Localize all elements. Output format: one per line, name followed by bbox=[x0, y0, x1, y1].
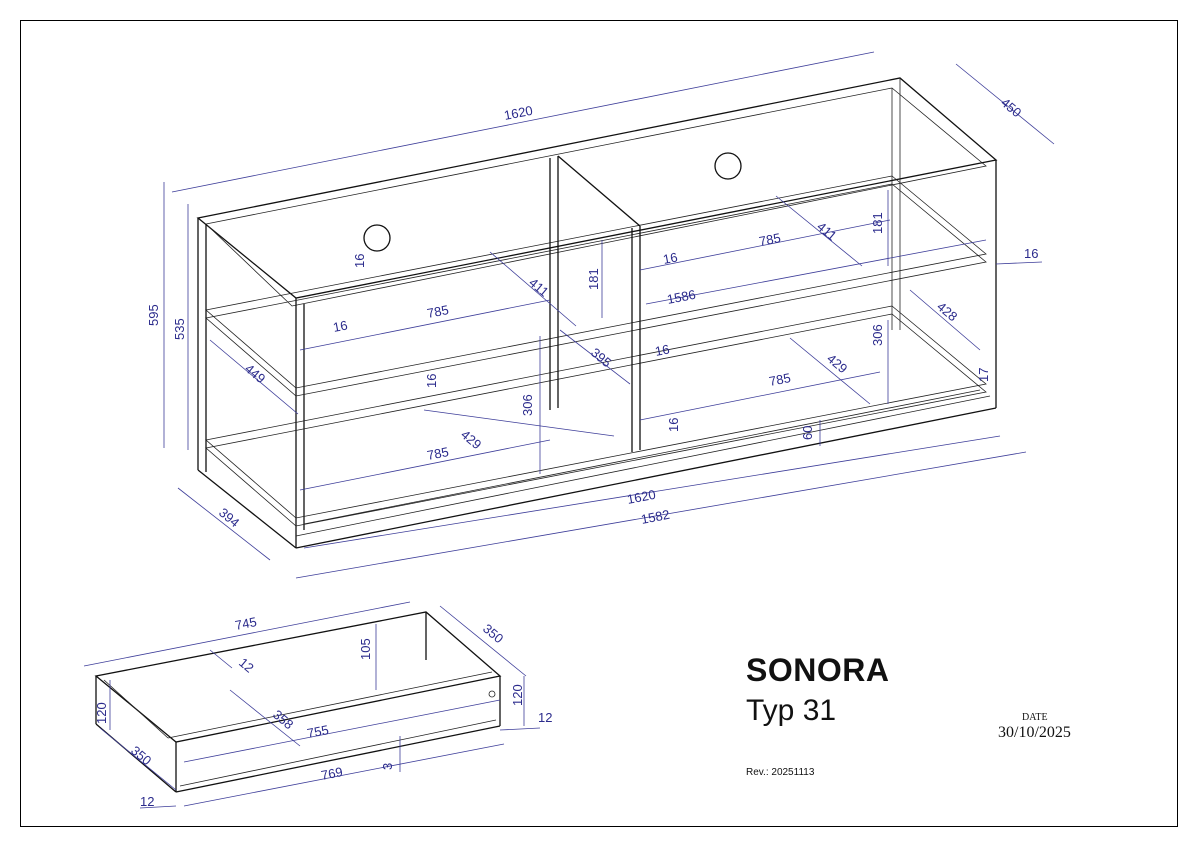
product-type: Typ 31 bbox=[746, 694, 837, 727]
dim-compartment-depth-mid: 411 bbox=[526, 275, 552, 300]
dim-width-bottom-left: 785 bbox=[426, 444, 450, 463]
dim-drawer-width-755: 755 bbox=[306, 722, 330, 741]
date-value: 30/10/2025 bbox=[998, 724, 1071, 741]
cabinet-dimension-labels: 1620 450 595 535 16 1586 411 411 181 181… bbox=[146, 95, 1038, 530]
dim-depth-395: 395 bbox=[588, 345, 614, 370]
dim-drawer-height-120-right: 120 bbox=[510, 684, 525, 706]
drawer-dimension-lines bbox=[83, 601, 541, 809]
dim-width-mid-right: 785 bbox=[768, 370, 792, 389]
dim-shelf-16-f: 16 bbox=[666, 418, 681, 432]
dim-drawer-thickness-12-b: 12 bbox=[538, 710, 552, 725]
cabinet-body bbox=[196, 77, 998, 549]
dim-height-306-b: 306 bbox=[870, 324, 885, 346]
dim-drawer-depth-350-top: 350 bbox=[480, 621, 506, 646]
dim-shelf-right: 16 bbox=[1024, 246, 1038, 261]
dim-depth-429-b: 429 bbox=[458, 427, 484, 452]
dim-drawer-thickness-12-a: 12 bbox=[236, 655, 257, 676]
dim-compartment-height-top-right: 181 bbox=[870, 212, 885, 234]
revision-label: Rev.: 20251113 bbox=[746, 767, 815, 778]
dim-shelf-16-e: 16 bbox=[654, 341, 671, 358]
dim-base-width: 1582 bbox=[640, 507, 671, 527]
dim-compartment-height-mid: 181 bbox=[586, 268, 601, 290]
dim-height-total: 595 bbox=[146, 304, 161, 326]
dim-depth-428: 428 bbox=[934, 299, 960, 324]
dim-shelf-16-d: 16 bbox=[662, 249, 679, 266]
dim-height-inner: 535 bbox=[172, 318, 187, 340]
dim-width-top-right: 785 bbox=[758, 230, 782, 249]
dim-plinth-60: 60 bbox=[800, 426, 815, 440]
drawing-frame bbox=[20, 20, 1178, 827]
dim-depth-429-a: 429 bbox=[824, 351, 850, 376]
cabinet-dimension-lines bbox=[163, 51, 1055, 579]
dim-shelf-16-a: 16 bbox=[352, 254, 367, 268]
dim-side-17: 17 bbox=[976, 368, 991, 382]
dim-base-depth: 394 bbox=[216, 505, 242, 530]
dim-drawer-height-120-left: 120 bbox=[94, 702, 109, 724]
dim-drawer-depth-358: 358 bbox=[270, 707, 296, 732]
dim-drawer-thickness-12-c: 12 bbox=[140, 794, 154, 809]
dim-width-top-left: 785 bbox=[426, 302, 450, 321]
dim-depth-left-449: 449 bbox=[242, 361, 268, 386]
dim-height-306-a: 306 bbox=[520, 394, 535, 416]
dim-compartment-depth-top: 411 bbox=[814, 219, 840, 244]
dim-drawer-depth-350-left: 350 bbox=[128, 743, 154, 768]
dim-drawer-gap-3: 3 bbox=[380, 763, 395, 770]
dim-drawer-width-769: 769 bbox=[320, 764, 344, 783]
dim-drawer-width-745: 745 bbox=[234, 614, 258, 633]
dim-inner-width-shelf: 1586 bbox=[666, 287, 697, 307]
dim-bottom-width: 1620 bbox=[626, 487, 657, 507]
product-name: SONORA bbox=[746, 652, 890, 688]
dim-shelf-16-b: 16 bbox=[332, 317, 349, 334]
drawer-body bbox=[94, 611, 502, 793]
dim-shelf-16-c: 16 bbox=[424, 374, 439, 388]
date-label: DATE bbox=[1022, 712, 1048, 723]
dim-drawer-height-105: 105 bbox=[358, 638, 373, 660]
dim-top-width: 1620 bbox=[503, 103, 534, 123]
